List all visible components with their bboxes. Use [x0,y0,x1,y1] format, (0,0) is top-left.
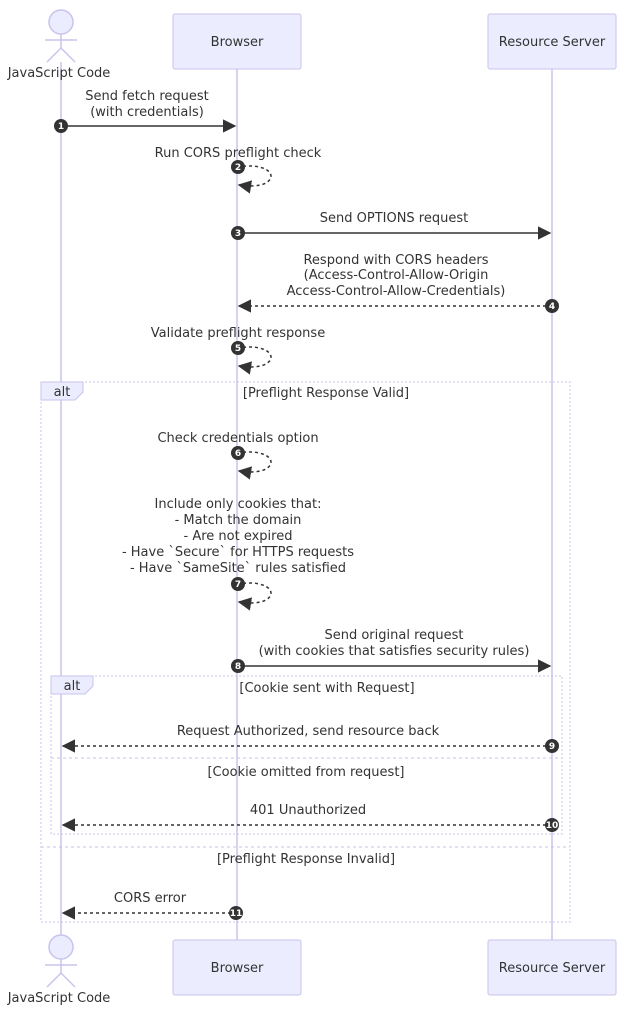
actor-js-label: JavaScript Code [7,66,111,81]
message-3: Send OPTIONS request 3 [231,211,552,240]
actor-js-label: JavaScript Code [7,991,111,1006]
sequence-number: 11 [230,909,243,919]
participant-server-bottom: Resource Server [487,939,617,996]
sequence-number: 1 [58,122,64,132]
alt-condition-cookie-sent: [Cookie sent with Request] [239,681,414,696]
message-text: Request Authorized, send resource back [177,724,440,739]
alt-frame-cookie: alt [Cookie sent with Request] [Cookie o… [50,675,563,835]
message-text: Validate preflight response [151,326,325,341]
message-5: Validate preflight response 5 [151,326,325,375]
message-4: Respond with CORS headers (Access-Contro… [237,253,559,313]
alt-frame-preflight: alt [Preflight Response Valid] [Prefligh… [40,381,571,923]
alt-keyword-label: alt [64,679,81,694]
message-text: (with credentials) [90,105,204,120]
message-11: CORS error 11 [61,891,243,920]
message-text: Send original request [324,628,463,643]
alt-keyword-label: alt [54,385,71,400]
sequence-number: 7 [235,580,241,590]
alt-condition-invalid: [Preflight Response Invalid] [217,852,395,867]
sequence-number: 2 [235,163,241,173]
message-text: - Have `SameSite` rules satisfied [130,561,346,576]
participant-browser-bottom: Browser [172,939,302,996]
message-text: - Have `Secure` for HTTPS requests [122,545,354,560]
message-text: Run CORS preflight check [155,146,322,161]
alt-condition-valid: [Preflight Response Valid] [243,386,409,401]
sequence-number: 3 [235,229,241,239]
message-1: Send fetch request (with credentials) 1 [54,89,237,133]
actor-js-top: JavaScript Code [7,9,111,81]
actor-js-bottom: JavaScript Code [7,934,111,1006]
message-10: 401 Unauthorized 10 [61,803,559,832]
participant-browser-label: Browser [211,961,264,976]
message-7: Include only cookies that: - Match the d… [122,497,354,611]
sequence-number: 6 [235,449,241,459]
message-8: Send original request (with cookies that… [231,628,552,673]
message-text: - Match the domain [175,513,302,528]
alt-condition-cookie-omitted: [Cookie omitted from request] [207,765,404,780]
message-text: 401 Unauthorized [250,803,366,818]
sequence-number: 4 [549,302,555,312]
participant-server-label: Resource Server [499,961,606,976]
sequence-number: 5 [235,344,241,354]
message-text: CORS error [114,891,187,906]
message-text: Send OPTIONS request [320,211,468,226]
message-text: (Access-Control-Allow-Origin [304,268,489,283]
message-2: Run CORS preflight check 2 [155,146,322,194]
message-text: (with cookies that satisfies security ru… [259,644,530,659]
message-9: Request Authorized, send resource back 9 [61,724,559,753]
message-text: Respond with CORS headers [303,253,488,268]
participant-server-label: Resource Server [499,35,606,50]
participant-browser-top: Browser [172,13,302,70]
message-text: Access-Control-Allow-Credentials) [287,284,506,299]
sequence-number: 10 [546,821,559,831]
message-text: Include only cookies that: [155,497,322,512]
sequence-number: 9 [549,742,555,752]
message-text: Check credentials option [157,431,318,446]
message-text: Send fetch request [85,89,208,104]
sequence-number: 8 [235,662,241,672]
participant-server-top: Resource Server [487,13,617,70]
message-text: - Are not expired [184,529,293,544]
message-6: Check credentials option 6 [157,431,319,480]
participant-browser-label: Browser [211,35,264,50]
